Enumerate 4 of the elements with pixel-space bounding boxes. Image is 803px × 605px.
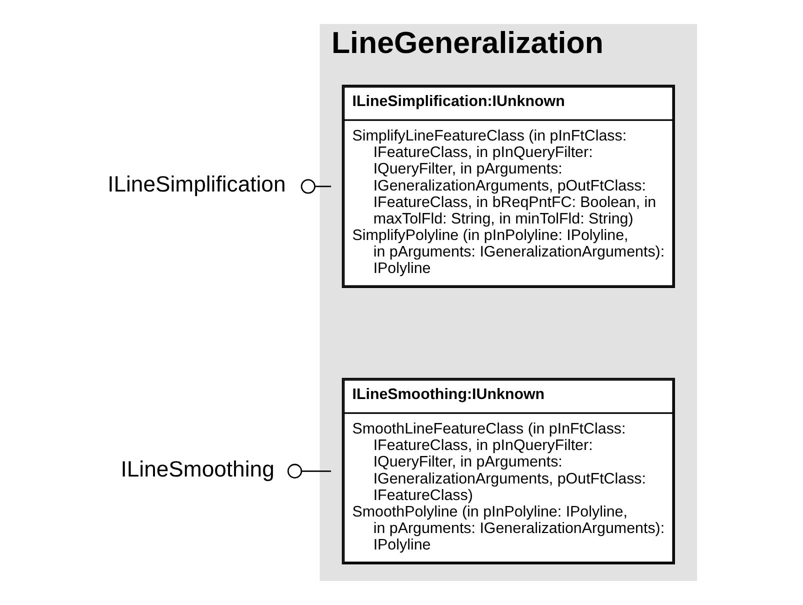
node-text: ILineSmoothing <box>120 456 274 482</box>
connector <box>300 179 331 194</box>
node-text: ILineSimplification <box>107 172 286 197</box>
connector <box>286 464 331 478</box>
